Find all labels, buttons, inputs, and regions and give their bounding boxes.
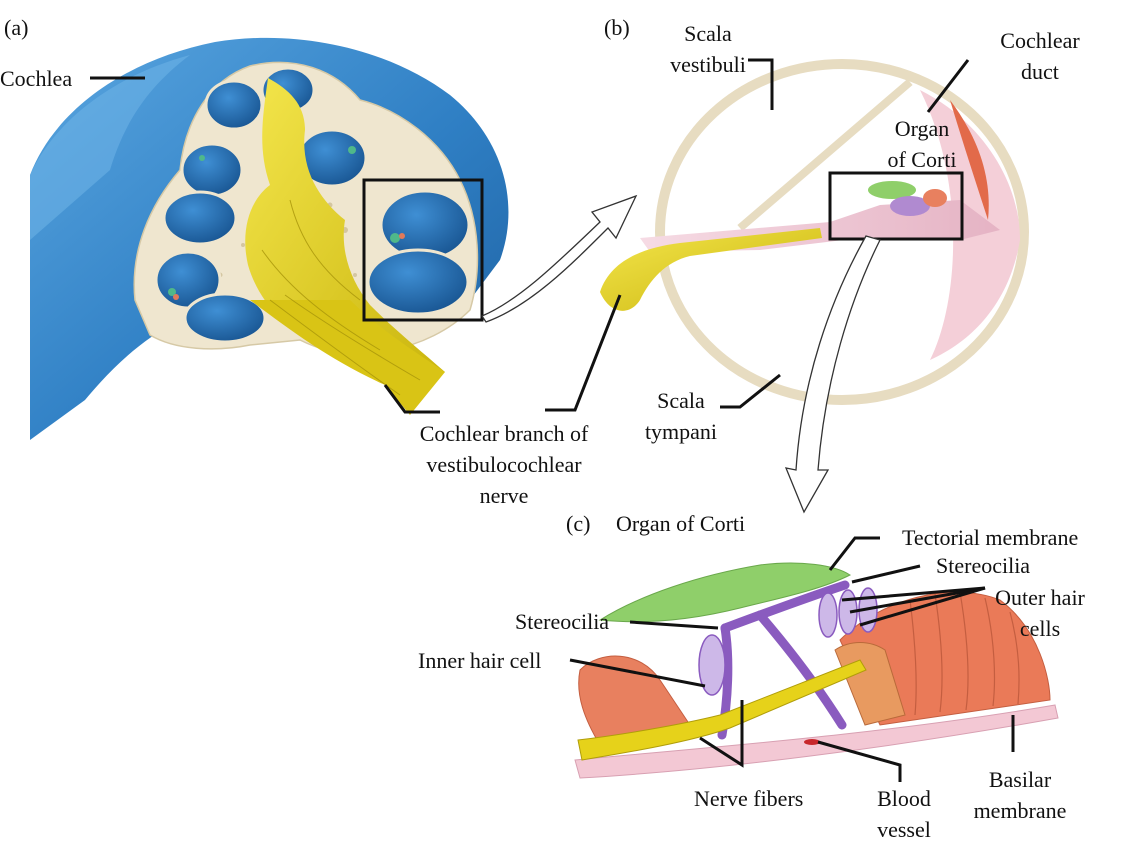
label-inner-hair-cell: Inner hair cell [418,648,542,673]
label-organ-of-corti-b-line-1: Organ [894,116,950,141]
leader-blood-vessel [817,740,902,782]
leader-lines [90,58,1015,782]
label-scala-tympani-line-1: Scala [657,388,705,413]
organ-b [890,196,930,216]
label-nerve-fibers: Nerve fibers [694,786,804,811]
label-cochlear-duct-line-1: Cochlear [1000,28,1080,53]
label-cochlear-branch: Cochlear branch of vestibulocochlear ner… [398,418,610,511]
leader-stereocilia-outer [851,564,921,584]
leader-outer-hair-cells-3 [859,586,986,627]
label-cochlear-branch-line-1: Cochlear branch of [419,421,589,446]
cochlear-chambers [154,66,471,344]
arrow-b-to-c [784,235,881,514]
support-cells-left [578,655,691,746]
leader-stereocilia-inner [629,620,719,630]
tectorial-b [868,181,916,199]
label-cochlear-branch-line-3: nerve [479,483,529,508]
label-blood-vessel: Blood vessel [864,783,944,845]
label-scala-vestibuli-line-1: Scala [684,21,732,46]
label-basilar-membrane: Basilar membrane [965,764,1075,826]
leader-scala-tympani [720,373,781,409]
label-scala-tympani: Scala tympani [636,385,726,447]
label-scala-vestibuli-line-2: vestibuli [670,52,746,77]
label-basilar-membrane-line-2: membrane [973,798,1067,823]
organ-of-corti-illustration [574,562,1059,779]
label-organ-of-corti-b: Organ of Corti [876,113,968,175]
label-outer-hair-cells-line-2: cells [1019,616,1061,641]
outer-hair-cells-c [818,587,878,638]
label-basilar-membrane-line-1: Basilar [988,767,1052,792]
nerve-striations [261,199,421,396]
leader-nerve-fibers [699,700,744,768]
organ-b-orange [923,189,947,207]
blood-vessel-c [804,739,820,745]
zoom-box-a [362,178,484,322]
label-blood-vessel-line-2: vessel [877,817,931,842]
duct-dots [168,146,405,300]
label-blood-vessel-line-1: Blood [877,786,931,811]
tectorial-membrane-c [598,562,851,623]
reissner-membrane [737,78,913,232]
panel-c-label: (c) [566,511,591,536]
support-cell-ridges [909,591,1020,716]
leader-outer-hair-cells [841,586,986,602]
leader-inner-hair-cell [569,658,706,688]
leader-cochlear-branch [383,384,440,414]
arrow-a-to-b [481,194,638,323]
label-cochlear-duct: Cochlear duct [985,25,1095,87]
vestibular-nerve-b [600,228,822,311]
leader-cochlear-branch-2 [545,294,622,412]
label-cochlear-duct-line-2: duct [1021,59,1059,84]
inner-hair-cell-body [698,634,726,696]
cochlea-shell-upper [30,55,190,240]
label-scala-tympani-line-2: tympani [644,419,718,444]
label-cochlear-branch-line-2: vestibulocochlear [426,452,582,477]
label-scala-vestibuli: Scala vestibuli [663,18,753,80]
label-cochlea: Cochlea [0,66,73,91]
panel-b-label: (b) [604,15,630,40]
leader-scala-vestibuli [748,58,774,110]
panel-a-label: (a) [4,15,29,40]
cochlea-illustration [30,37,509,441]
label-outer-hair-cells: Outer hair cells [985,582,1095,644]
stria-vascularis [950,100,989,220]
label-organ-of-corti-c: Organ of Corti [616,511,746,536]
cross-section-illustration [600,59,1029,405]
label-outer-hair-cells-line-1: Outer hair [995,585,1085,610]
label-organ-of-corti-b-line-2: of Corti [887,147,957,172]
zoom-box-b [828,171,964,241]
label-stereocilia-outer: Stereocilia [936,553,1031,578]
leader-outer-hair-cells-2 [849,586,986,614]
label-stereocilia-inner: Stereocilia [515,609,610,634]
label-tectorial-membrane: Tectorial membrane [902,525,1079,550]
nerve-fibers-c [577,659,867,761]
leader-tectorial [828,536,880,571]
leader-cochlear-duct [926,59,970,113]
